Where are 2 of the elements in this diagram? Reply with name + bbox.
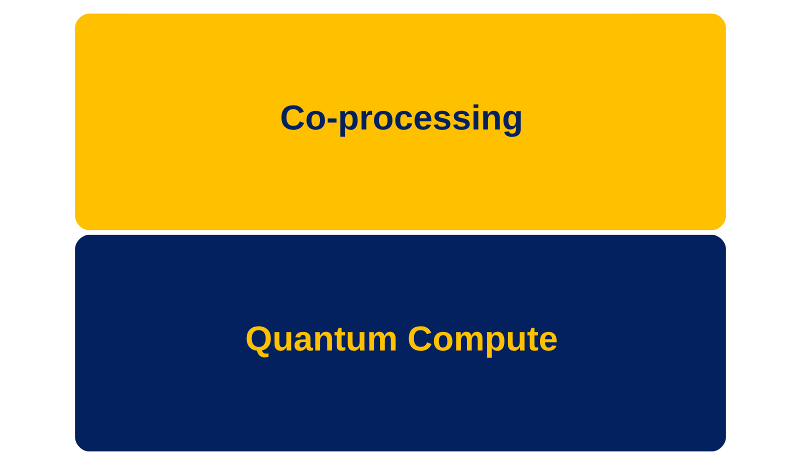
node-box: Co-processing	[74, 13, 726, 230]
node-box: Quantum Compute	[74, 234, 726, 451]
